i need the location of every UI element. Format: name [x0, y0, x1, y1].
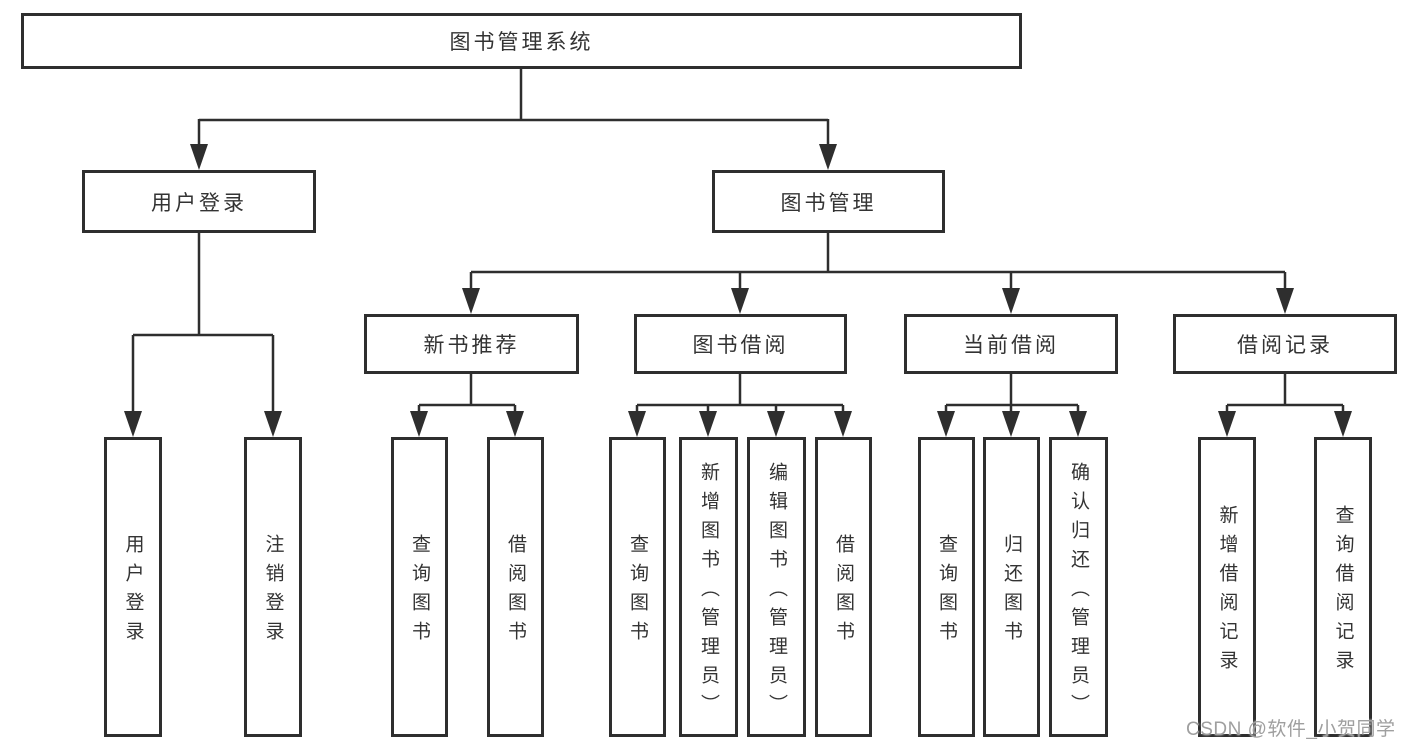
leaf-records-query: 查询借阅记录 — [1314, 437, 1372, 737]
leaf-borrow-query-label: 查询图书 — [627, 534, 648, 650]
node-book-mgmt-label: 图书管理 — [780, 191, 877, 215]
node-borrow-records-label: 借阅记录 — [1237, 334, 1333, 357]
watermark: CSDN @软件_小贺同学 — [1186, 719, 1396, 740]
leaf-user-login-label: 用户登录 — [122, 534, 144, 650]
leaf-borrow-query: 查询图书 — [609, 437, 666, 737]
leaf-newbooks-borrow-label: 借阅图书 — [505, 534, 526, 650]
leaf-user-login: 用户登录 — [104, 437, 162, 737]
node-current-borrow: 当前借阅 — [904, 314, 1118, 374]
leaf-current-confirm: 确认归还（管理员） — [1049, 437, 1108, 737]
leaf-current-return-label: 归还图书 — [1001, 534, 1022, 650]
node-new-books-label: 新书推荐 — [423, 334, 520, 357]
node-root: 图书管理系统 — [21, 13, 1022, 69]
leaf-borrow-edit: 编辑图书（管理员） — [747, 437, 806, 737]
node-book-borrow: 图书借阅 — [634, 314, 847, 374]
leaf-current-confirm-label: 确认归还（管理员） — [1068, 461, 1089, 723]
leaf-records-query-label: 查询借阅记录 — [1332, 505, 1354, 679]
leaf-logout-label: 注销登录 — [262, 534, 284, 650]
node-current-borrow-label: 当前借阅 — [963, 334, 1059, 357]
node-new-books: 新书推荐 — [364, 314, 579, 374]
leaf-borrow-add: 新增图书（管理员） — [679, 437, 738, 737]
node-borrow-records: 借阅记录 — [1173, 314, 1397, 374]
leaf-borrow-edit-label: 编辑图书（管理员） — [766, 461, 787, 723]
leaf-current-query-label: 查询图书 — [936, 534, 957, 650]
leaf-newbooks-borrow: 借阅图书 — [487, 437, 544, 737]
leaf-current-query: 查询图书 — [918, 437, 975, 737]
node-user-login: 用户登录 — [82, 170, 316, 233]
node-root-label: 图书管理系统 — [449, 31, 594, 54]
leaf-borrow-add-label: 新增图书（管理员） — [698, 461, 719, 723]
leaf-borrow-borrow-label: 借阅图书 — [833, 534, 854, 650]
leaf-borrow-borrow: 借阅图书 — [815, 437, 872, 737]
leaf-current-return: 归还图书 — [983, 437, 1040, 737]
node-book-borrow-label: 图书借阅 — [692, 334, 789, 357]
leaf-records-add: 新增借阅记录 — [1198, 437, 1256, 737]
leaf-newbooks-query-label: 查询图书 — [409, 534, 430, 650]
node-book-mgmt: 图书管理 — [712, 170, 945, 233]
leaf-newbooks-query: 查询图书 — [391, 437, 448, 737]
leaf-records-add-label: 新增借阅记录 — [1216, 505, 1238, 679]
node-user-login-label: 用户登录 — [151, 191, 247, 215]
leaf-logout: 注销登录 — [244, 437, 302, 737]
